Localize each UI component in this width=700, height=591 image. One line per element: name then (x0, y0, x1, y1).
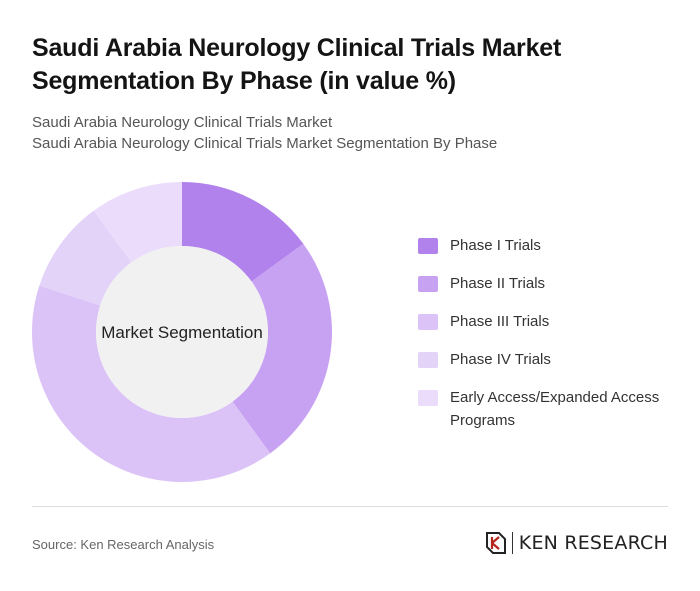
legend-item: Phase IV Trials (418, 348, 678, 371)
donut-slice-phase-ii-trials (232, 243, 332, 454)
brand-separator (511, 532, 513, 554)
donut-center (96, 246, 268, 418)
footer-divider (32, 506, 668, 507)
donut-slice-phase-i-trials (182, 182, 304, 282)
legend-label: Phase I Trials (450, 237, 541, 254)
donut-slice-phase-iv-trials (39, 210, 132, 306)
legend-label: Early Access/Expanded Access Programs (450, 389, 660, 429)
donut-chart: Market Segmentation (32, 182, 332, 482)
legend-swatch (418, 276, 438, 292)
legend-item: Early Access/Expanded Access Programs (418, 386, 678, 432)
legend-label: Phase III Trials (450, 313, 550, 330)
legend-item: Phase II Trials (418, 272, 678, 295)
legend-item: Phase III Trials (418, 310, 678, 333)
legend-swatch (418, 238, 438, 254)
legend-label: Phase II Trials (450, 275, 546, 292)
ken-research-brand: KEN RESEARCH (485, 531, 668, 555)
chart-title: Saudi Arabia Neurology Clinical Trials M… (32, 34, 562, 95)
legend-label: Phase IV Trials (450, 351, 551, 368)
donut-slice-early-access-expanded-access-programs (93, 182, 182, 263)
source-note: Source: Ken Research Analysis (32, 537, 215, 552)
chart-subtitle-market: Saudi Arabia Neurology Clinical Trials M… (32, 114, 333, 131)
legend-swatch (418, 390, 438, 406)
legend-swatch (418, 352, 438, 368)
ken-research-logo-icon (485, 532, 506, 554)
donut-center-label: Market Segmentation (101, 323, 263, 342)
legend-item: Phase I Trials (418, 234, 678, 257)
brand-name: KEN RESEARCH (518, 532, 668, 554)
donut-slice-phase-iii-trials (32, 285, 271, 482)
chart-subtitle-segmentation: Saudi Arabia Neurology Clinical Trials M… (32, 135, 498, 152)
legend-swatch (418, 314, 438, 330)
